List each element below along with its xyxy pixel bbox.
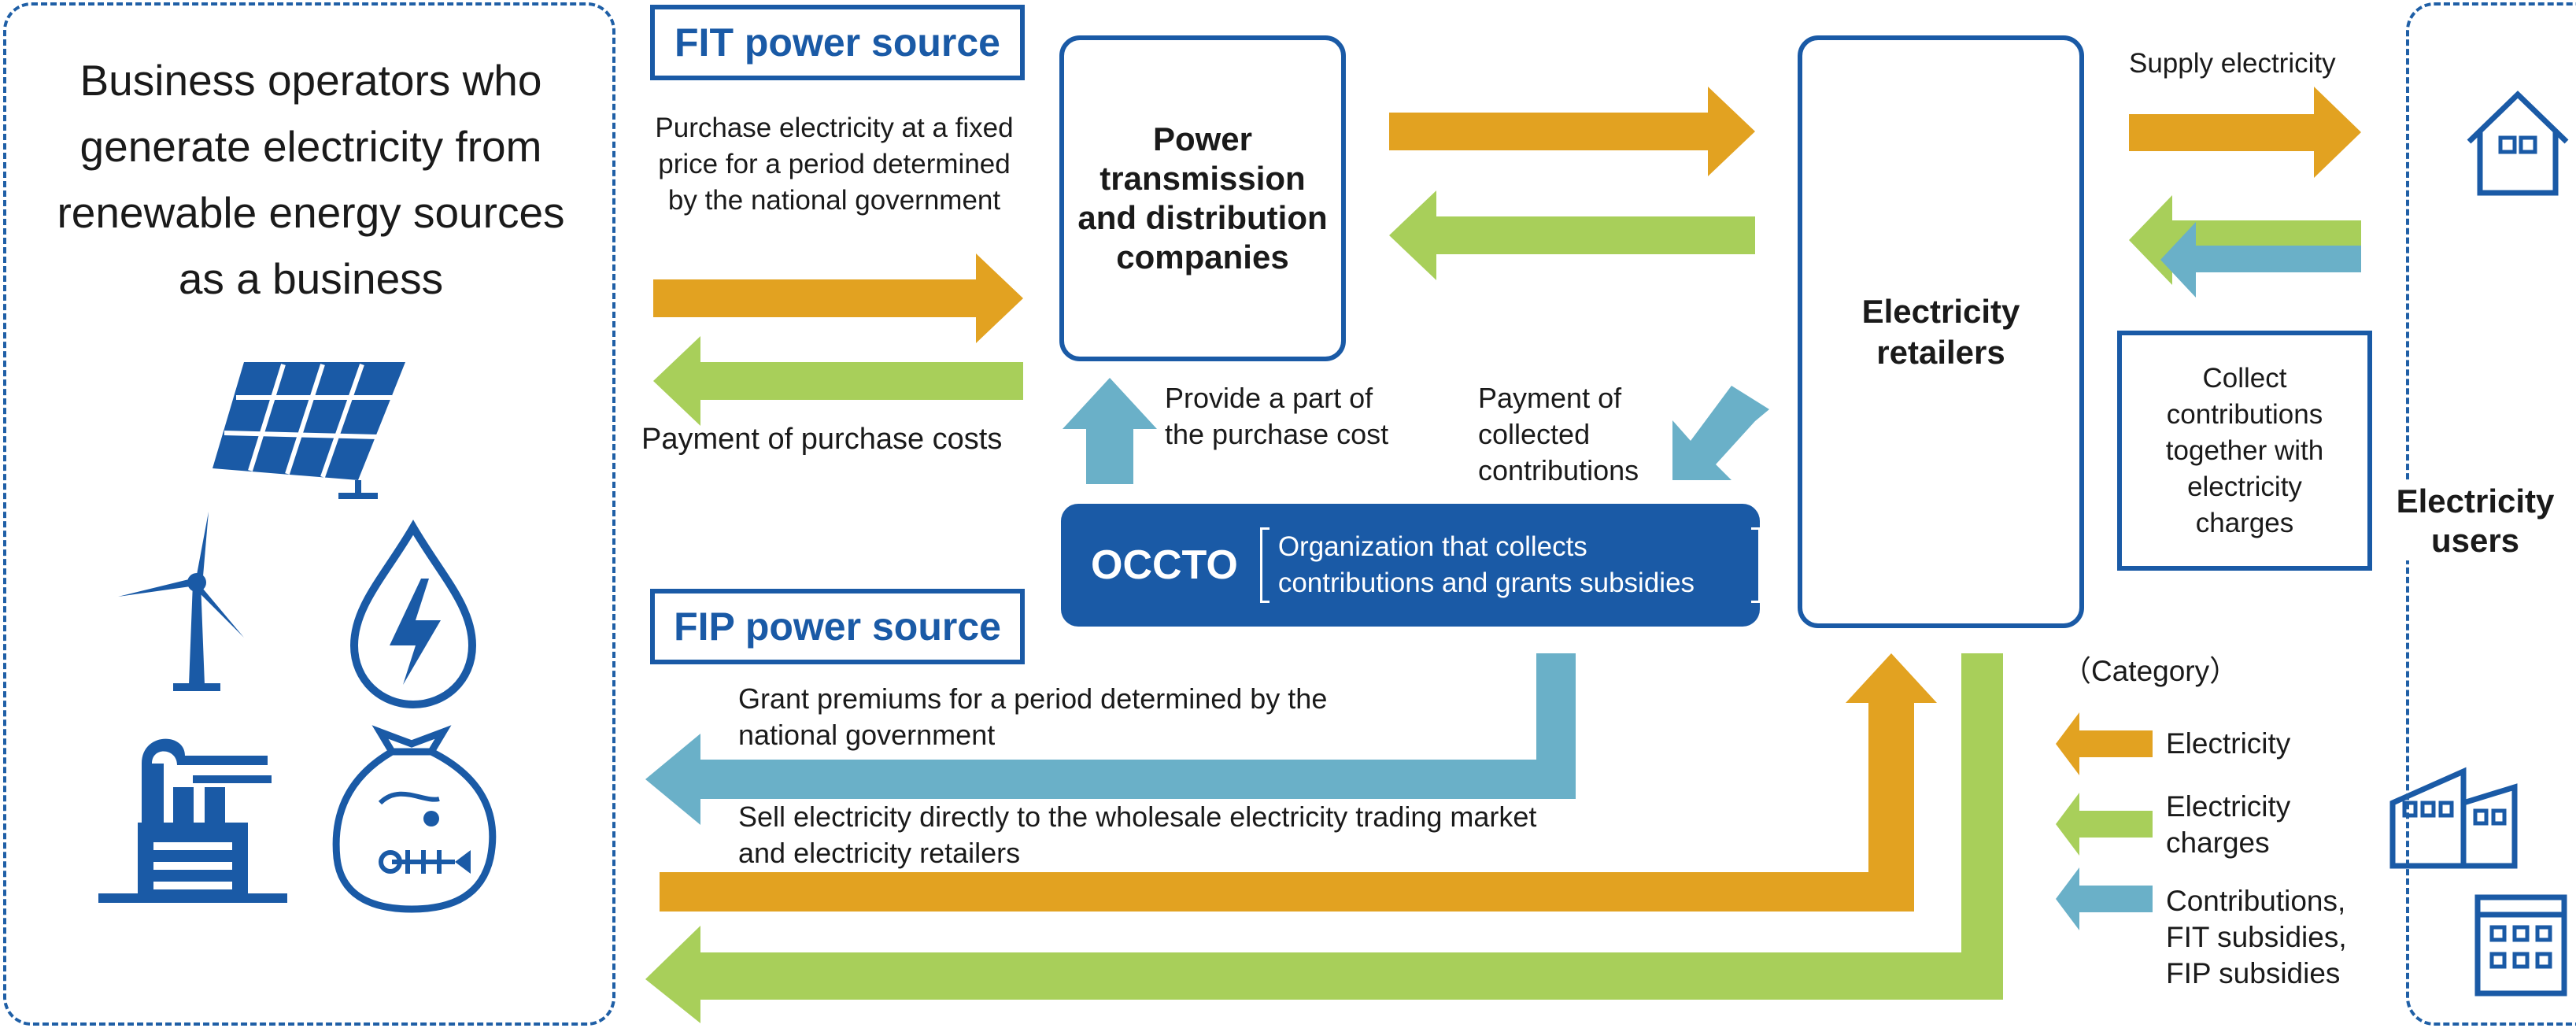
wind-turbine-icon [118, 512, 244, 691]
legend-electricity-arrow [2056, 712, 2153, 775]
transmission-companies-label: Power transmission and distribution comp… [1077, 120, 1328, 275]
users-label: Electricity users [2385, 482, 2566, 560]
fit-payment-text: Payment of purchase costs [641, 423, 1003, 456]
legend-charges-arrow [2056, 793, 2153, 856]
supply-electricity-text: Supply electricity [2129, 48, 2336, 79]
solar-panel-icon [213, 362, 405, 499]
biomass-waste-icon [332, 725, 497, 913]
retailers-label: Electricity retailers [1861, 292, 2020, 371]
collect-contributions-text: Collect contributions together with elec… [2165, 362, 2324, 538]
factory-icon [98, 738, 287, 903]
td-to-retailer-electricity-arrow [1389, 87, 1755, 176]
legend-electricity-label: Electricity [2166, 727, 2291, 760]
fit-electricity-arrow [653, 253, 1023, 343]
user-contributions-arrow [2160, 222, 2361, 298]
hydro-power-icon [349, 520, 477, 709]
fit-purchase-text: Purchase electricity at a fixed price fo… [655, 113, 1014, 216]
occto-description-bracket: Organization that collects contributions… [1259, 527, 1761, 603]
retailer-to-occto-contributions-arrow [1672, 386, 1769, 480]
fip-sell-electricity-arrow [660, 653, 1937, 912]
fip-premium-arrow [645, 653, 1576, 825]
fit-power-source-label: FIT power source [650, 5, 1025, 80]
legend-title: （Category） [2062, 655, 2239, 687]
occto-description: Organization that collects contributions… [1277, 531, 1695, 598]
retailer-to-td-charges-arrow [1389, 190, 1755, 280]
retailers-box: Electricity retailers [1798, 35, 2084, 628]
provide-purchase-cost-text: Provide a part of the purchase cost [1165, 382, 1389, 450]
fip-charges-arrow [645, 653, 2003, 1023]
occto-name: OCCTO [1091, 542, 1238, 588]
payment-collected-contributions-text: Payment of collected contributions [1478, 382, 1639, 486]
occto-to-td-subsidy-arrow [1063, 378, 1157, 484]
producers-panel [3, 2, 615, 1026]
collect-contributions-box: Collect contributions together with elec… [2117, 331, 2372, 571]
legend-charges-label: Electricity charges [2166, 790, 2291, 859]
fip-power-source-label: FIP power source [650, 589, 1025, 664]
office-building-icon [2474, 894, 2567, 997]
fip-sell-text: Sell electricity directly to the wholesa… [738, 801, 1537, 869]
fit-payment-arrow [653, 336, 1023, 426]
legend-contributions-label: Contributions, FIT subsidies, FIP subsid… [2166, 885, 2347, 989]
legend-contributions-arrow [2056, 867, 2153, 930]
house-icon [2467, 91, 2569, 196]
transmission-companies-box: Power transmission and distribution comp… [1059, 35, 1346, 361]
supply-electricity-arrow [2129, 87, 2361, 178]
producers-title: Business operators who generate electric… [57, 56, 565, 303]
user-charges-arrow [2129, 195, 2361, 285]
fip-premium-text: Grant premiums for a period determined b… [738, 682, 1328, 751]
factory-building-icon [2389, 767, 2518, 869]
occto-box: OCCTO Organization that collects contrib… [1061, 504, 1761, 627]
